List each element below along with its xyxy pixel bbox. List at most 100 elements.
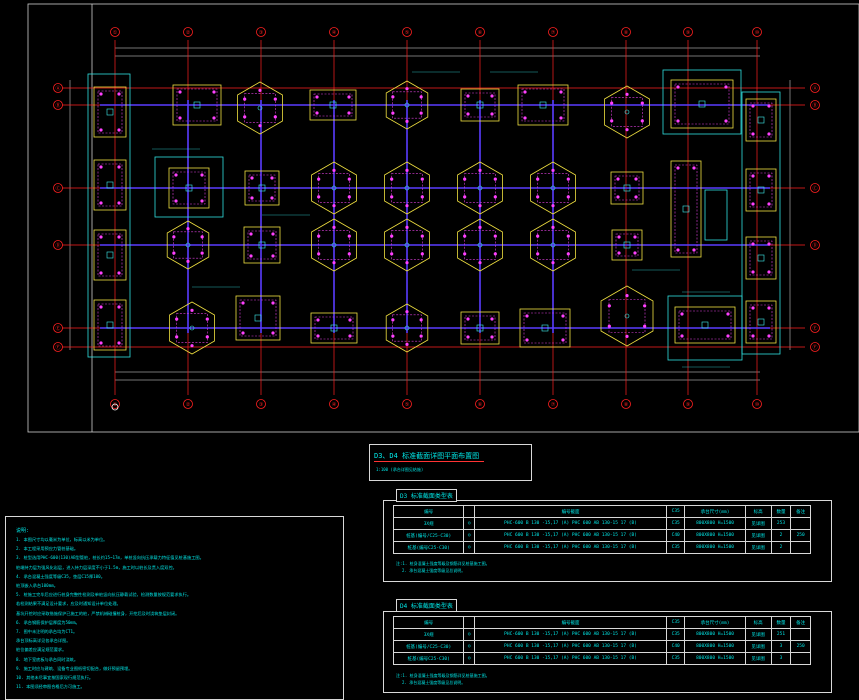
pile-caps bbox=[87, 69, 781, 368]
pile bbox=[478, 204, 482, 208]
pile bbox=[241, 301, 245, 305]
hex-pile-cap bbox=[385, 303, 429, 353]
row-axis-bubble: Ⓕ bbox=[810, 342, 820, 352]
table-header-cell: 数量 bbox=[770, 505, 792, 518]
pile bbox=[566, 177, 570, 181]
pile bbox=[751, 174, 755, 178]
note-line: 承台顶标高详见各承台详图。 bbox=[16, 638, 71, 644]
table-cell: 桩基(编号/C25-C30) bbox=[392, 640, 465, 653]
table-cell: 800X800 H=1500 bbox=[684, 640, 746, 653]
pile bbox=[347, 195, 351, 199]
pile bbox=[405, 261, 409, 265]
pile bbox=[751, 104, 755, 108]
pile bbox=[99, 305, 103, 309]
column-axis-label: ⑨ bbox=[686, 30, 691, 36]
hex-pile-cap bbox=[604, 85, 650, 139]
hex-pile-cap bbox=[530, 161, 576, 215]
table-cell: C35 bbox=[665, 652, 686, 665]
pile bbox=[273, 97, 277, 101]
table-header-cell: 数量 bbox=[770, 616, 792, 629]
pile bbox=[99, 92, 103, 96]
pile bbox=[390, 252, 394, 256]
pile bbox=[536, 252, 540, 256]
pile bbox=[99, 165, 103, 169]
pile bbox=[175, 317, 179, 321]
table-cell: 3 bbox=[770, 652, 792, 665]
pile bbox=[317, 195, 321, 199]
pile bbox=[316, 334, 320, 338]
drawing-frame bbox=[27, 3, 859, 433]
pile bbox=[607, 324, 611, 328]
note-line: 8. 地下室底板与承台同时浇筑。 bbox=[16, 656, 79, 662]
pile bbox=[117, 128, 121, 132]
pile bbox=[751, 132, 755, 136]
note-line: 3. 桩型选用PHC-600(130)AB型管桩，桩长约15~17m，单桩竖向抗… bbox=[16, 555, 204, 561]
row-axis-bubble: Ⓑ bbox=[53, 100, 63, 110]
pile bbox=[767, 174, 771, 178]
rect-pile-cap bbox=[519, 308, 571, 348]
table-cell: 2 bbox=[770, 541, 792, 554]
pile bbox=[99, 271, 103, 275]
pile bbox=[493, 177, 497, 181]
note-line: 若检测结果不满足设计要求，应及时通知设计单位处理。 bbox=[16, 601, 121, 607]
column-axis-bubble: ⑨ bbox=[683, 399, 693, 409]
note-line: 桩顶嵌入承台100mm。 bbox=[16, 583, 58, 588]
pile bbox=[200, 235, 204, 239]
pile bbox=[315, 111, 319, 115]
pile bbox=[566, 234, 570, 238]
column-axis-bubble: ⑥ bbox=[475, 399, 485, 409]
pile bbox=[536, 195, 540, 199]
pile bbox=[478, 225, 482, 229]
pile bbox=[99, 235, 103, 239]
pile bbox=[610, 119, 614, 123]
pile bbox=[172, 235, 176, 239]
table-cell: 3X规 bbox=[392, 517, 465, 530]
rect-pile-cap bbox=[309, 89, 357, 121]
table-cell: 250 bbox=[790, 529, 811, 542]
pile bbox=[317, 177, 321, 181]
pile bbox=[767, 306, 771, 310]
pile bbox=[640, 101, 644, 105]
pile bbox=[117, 341, 121, 345]
pile bbox=[317, 234, 321, 238]
pile bbox=[99, 341, 103, 345]
pile bbox=[419, 111, 423, 115]
pile bbox=[625, 334, 629, 338]
pile bbox=[767, 242, 771, 246]
column-axis-label: ⑤ bbox=[405, 402, 410, 408]
note-line: 6. 承台钢筋保护层厚度为50mm。 bbox=[16, 619, 80, 625]
pile bbox=[347, 177, 351, 181]
table-cell: 800X800 H=1500 bbox=[684, 652, 746, 665]
hex-pile-cap bbox=[166, 220, 210, 270]
general-notes-panel: 说明: 1. 本图尺寸均以毫米为单位，标高以米为单位。2. 本工程采用预应力管桩… bbox=[5, 516, 344, 700]
column-axis-bubble: ⑦ bbox=[548, 27, 558, 37]
column-axis-label: ⑥ bbox=[478, 30, 483, 36]
pile bbox=[559, 90, 563, 94]
pile bbox=[726, 334, 730, 338]
table-cell: PHC 600 B 130 -15,17 (A) PHC 600 AB 130-… bbox=[474, 640, 667, 653]
table-cell: 2 bbox=[770, 529, 792, 542]
table-row: 桩基(编号C25-C30)◎PHC 600 B 130 -15,17 (A) P… bbox=[392, 541, 811, 554]
column-axis-bubble: ⑥ bbox=[475, 27, 485, 37]
pile bbox=[478, 168, 482, 172]
pile bbox=[391, 334, 395, 338]
pile bbox=[676, 119, 680, 123]
rect-pile-cap bbox=[611, 229, 643, 261]
table-cell: 见详图 bbox=[744, 628, 772, 641]
pile bbox=[190, 344, 194, 348]
detail-frame bbox=[704, 189, 728, 241]
row-axis-bubble: Ⓓ bbox=[810, 240, 820, 250]
pile bbox=[692, 248, 696, 252]
table-cell: 桩基(编号C25-C30) bbox=[392, 652, 465, 665]
row-axis-label: Ⓕ bbox=[812, 344, 817, 351]
hex-pile-cap bbox=[385, 80, 429, 130]
pile bbox=[767, 334, 771, 338]
table-header-cell: 标高 bbox=[744, 616, 772, 629]
rect-pile-cap bbox=[172, 84, 222, 126]
table-header-cell: 标高 bbox=[744, 505, 772, 518]
column-axis-label: ⑤ bbox=[405, 30, 410, 36]
column-axis-label: ⑩ bbox=[755, 402, 760, 408]
table-cell: 桩基(编号/C25-C30) bbox=[392, 529, 465, 542]
column-axis-label: ⑧ bbox=[624, 402, 629, 408]
